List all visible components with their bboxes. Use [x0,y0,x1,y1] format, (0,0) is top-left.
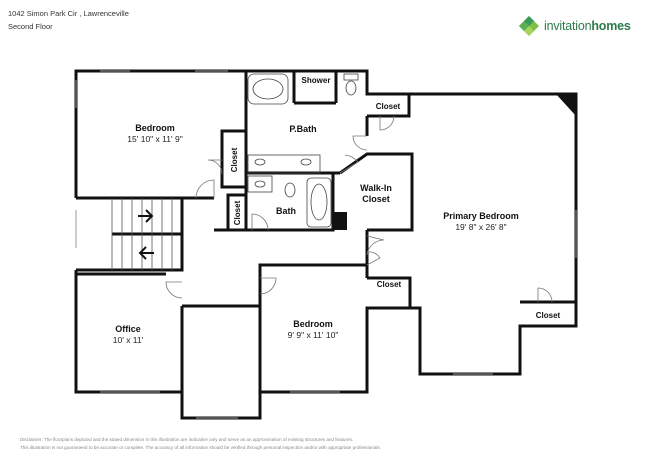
label-pbath: P.Bath [289,124,316,134]
wall-primary [409,92,578,376]
dims-bedroom-s: 9' 9" x 11' 10" [288,330,339,340]
wall-bath [246,173,335,232]
bathtub-primary-basin [252,78,284,100]
sink-pbath-1 [254,158,266,166]
label-closet-br: Closet [536,311,561,320]
stair-arrow-down-icon [138,246,154,260]
invitation-homes-logo-icon [519,16,539,36]
wall-stair [76,198,184,272]
wall-outer-south [180,276,412,420]
door-bath [251,213,269,231]
door-closet-top [379,115,395,131]
dims-bedroom-nw: 15' 10" x 11' 9" [127,134,182,144]
door-bedroom-nw [195,179,215,199]
wall-bedroom-s [258,263,367,392]
disclaimer-line-1: Disclaimer: The floorplans depicted and … [20,437,354,442]
label-bath: Bath [276,206,296,216]
wall-bath-block [246,69,411,118]
label-walkin-2: Closet [362,194,390,204]
bathtub-bath [306,177,332,228]
door-bedroom-s [259,277,277,295]
property-address: 1042 Simon Park Cir , Lawrenceville [8,9,129,18]
brand-logo: invitationhomes [518,15,631,37]
door-primary [366,235,385,256]
corner-column [556,94,576,116]
label-bedroom-s: Bedroom [293,319,333,329]
vanity-bath [247,175,273,193]
dims-primary-bedroom: 19' 8" x 26' 8" [455,222,506,232]
label-closet-v2: Closet [233,200,242,225]
toilet-pbath-tank [343,73,359,81]
door-closet-v1 [207,159,223,175]
toilet-pbath [345,80,357,96]
bathtub-primary [247,73,289,105]
disclaimer-line-2: This illustration is not guaranteed to b… [20,445,381,450]
door-closet-mid [366,251,381,266]
label-primary-bedroom: Primary Bedroom [443,211,519,221]
wall-walkin [339,152,414,232]
label-closet-v1: Closet [230,147,239,172]
sink-bath [254,180,266,188]
closet-v1-wall [220,129,248,189]
label-shower: Shower [302,76,331,85]
stair-arrow-up-icon [138,209,154,223]
chase-block [333,212,347,230]
sink-pbath-2 [300,158,312,166]
label-bedroom-nw: Bedroom [135,123,175,133]
label-closet-mid: Closet [377,280,402,289]
vanity-pbath [247,154,321,174]
door-office [165,281,183,299]
toilet-bath [284,182,296,198]
label-closet-top: Closet [376,102,401,111]
brand-name: invitationhomes [544,19,631,33]
door-closet-br [537,287,553,303]
wall-outer-west-upper [74,69,246,198]
floor-label: Second Floor [8,22,53,31]
door-pbath-side [352,135,368,151]
label-office: Office [115,324,141,334]
door-pbath [339,154,359,174]
label-walkin-1: Walk-In [360,183,392,193]
bathtub-bath-basin [310,183,328,221]
dims-office: 10' x 11' [113,335,144,345]
